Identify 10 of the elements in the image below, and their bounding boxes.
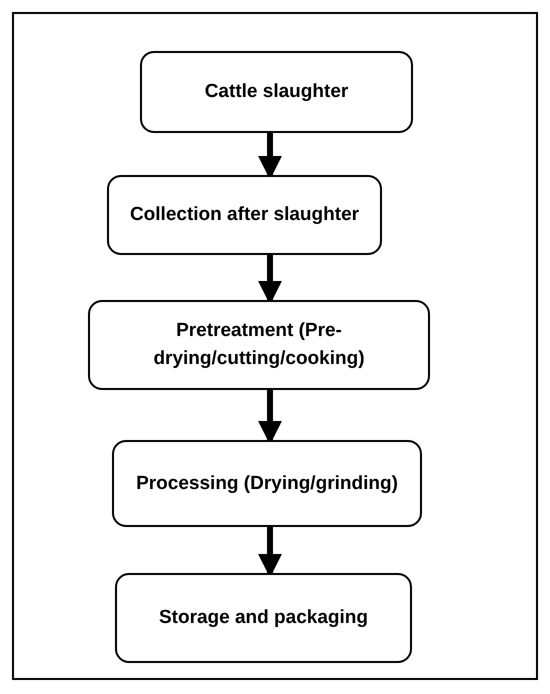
process-box bbox=[107, 175, 382, 255]
step-label: Storage and packaging bbox=[158, 606, 368, 630]
process-box bbox=[115, 573, 412, 663]
step-label: Collection after slaughter bbox=[130, 203, 360, 228]
process-box bbox=[140, 51, 413, 133]
step-label: Cattle slaughter bbox=[204, 80, 348, 104]
process-box bbox=[88, 300, 430, 390]
step-label: Processing (Drying/grinding) bbox=[136, 472, 398, 496]
process-box bbox=[112, 440, 422, 527]
step-label: Pretreatment (Pre-drying/cutting/cooking) bbox=[152, 319, 366, 371]
